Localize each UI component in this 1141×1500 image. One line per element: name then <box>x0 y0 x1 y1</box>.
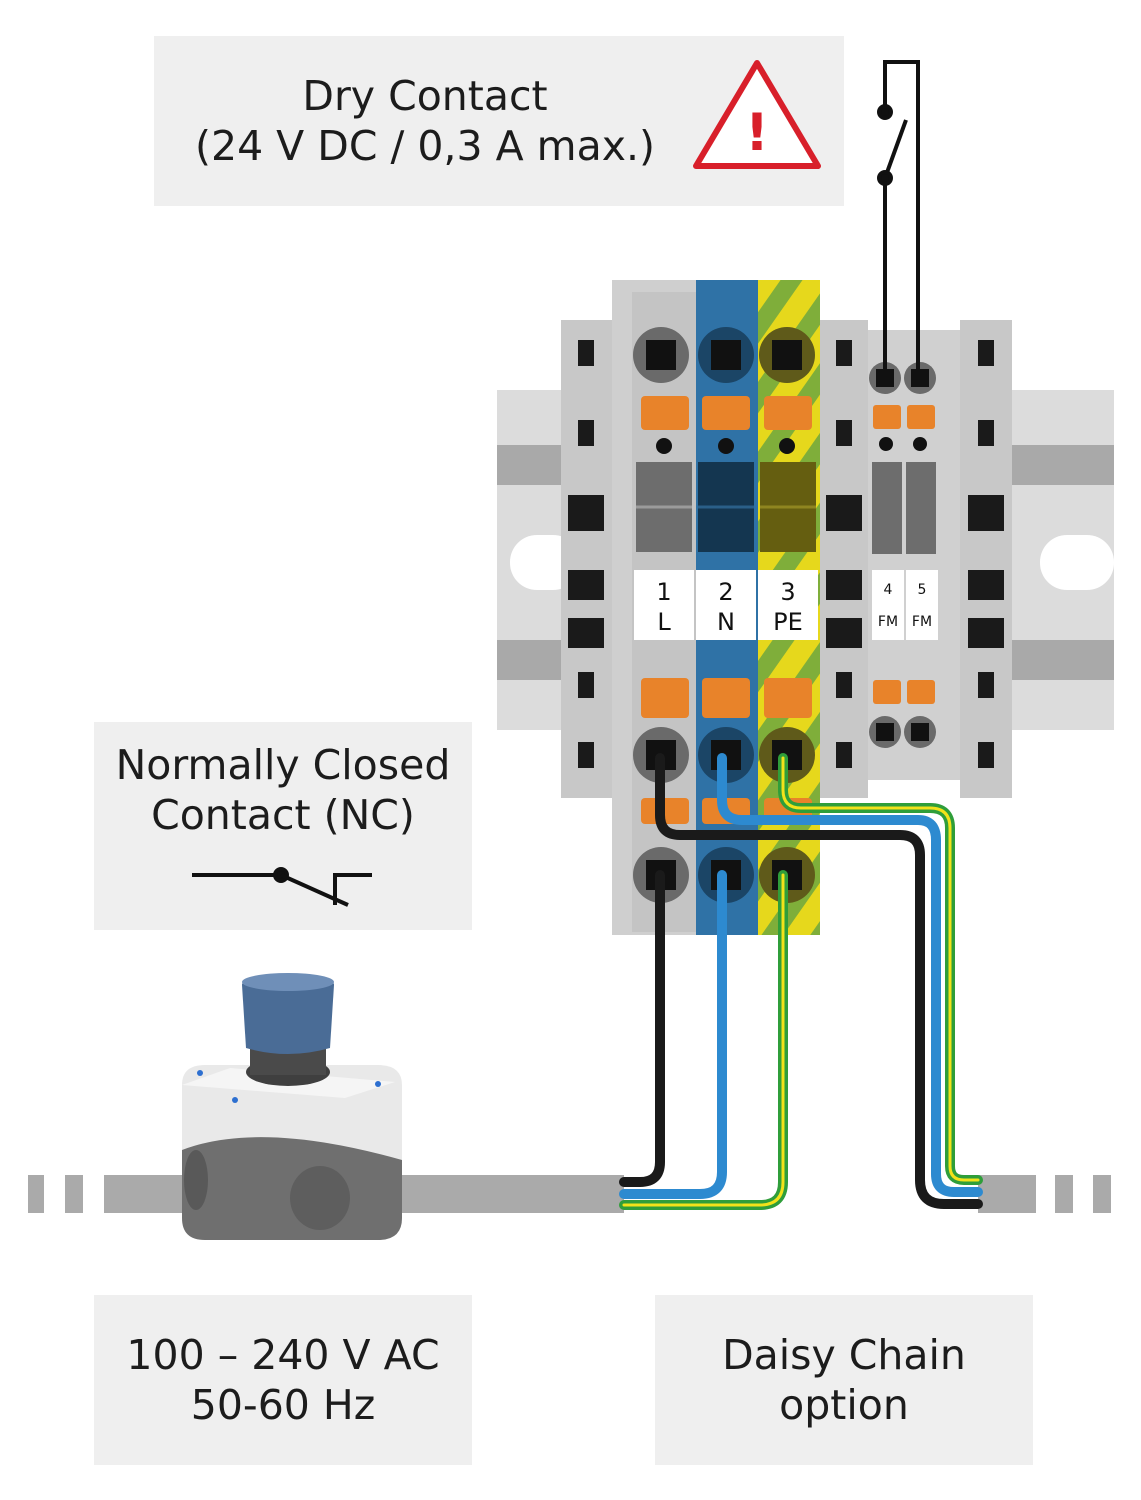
nc-contact-title: Normally Closed <box>115 741 451 789</box>
end-clamp-middle <box>820 320 868 798</box>
nc-contact-subtitle: Contact (NC) <box>151 791 415 840</box>
terminal-4-name: FM <box>878 614 898 630</box>
terminal-block-4-5 <box>868 330 960 780</box>
emergency-stop-button <box>182 973 402 1240</box>
terminal-3-number: 3 <box>780 578 795 606</box>
terminal-4-number: 4 <box>884 582 893 598</box>
nc-contact-symbol <box>192 867 372 907</box>
dry-contact-title: Dry Contact <box>302 71 548 120</box>
warning-exclamation: ! <box>745 103 769 163</box>
daisy-chain-cable <box>978 1175 1111 1213</box>
end-clamp-right <box>960 320 1012 798</box>
daisy-chain-wires <box>655 753 983 1209</box>
daisy-chain-title: Daisy Chain <box>722 1330 966 1379</box>
terminal-2-name: N <box>717 608 735 636</box>
daisy-chain-subtitle: option <box>779 1381 909 1429</box>
terminal-block-2 <box>696 280 758 935</box>
nc-contact-label-box: Normally Closed Contact (NC) <box>94 722 472 930</box>
terminal-2-number: 2 <box>718 578 733 606</box>
terminal-5-number: 5 <box>918 582 927 598</box>
supply-voltage: 100 – 240 V AC <box>126 1330 440 1379</box>
warning-triangle-icon: ! <box>693 60 821 169</box>
terminal-5-name: FM <box>912 614 932 630</box>
dry-contact-rating: (24 V DC / 0,3 A max.) <box>194 122 656 170</box>
daisy-chain-label-box: Daisy Chain option <box>655 1295 1033 1465</box>
terminal-labels: 1 L 2 N 3 PE 4 FM 5 FM <box>656 578 932 636</box>
terminal-3-name: PE <box>773 608 803 636</box>
supply-frequency: 50-60 Hz <box>190 1381 376 1429</box>
terminal-1-number: 1 <box>656 578 671 606</box>
terminal-1-name: L <box>657 608 671 636</box>
dry-contact-switch <box>877 60 920 373</box>
end-clamp-left <box>561 320 613 798</box>
supply-label-box: 100 – 240 V AC 50-60 Hz <box>94 1295 472 1465</box>
supply-wires <box>619 870 788 1210</box>
